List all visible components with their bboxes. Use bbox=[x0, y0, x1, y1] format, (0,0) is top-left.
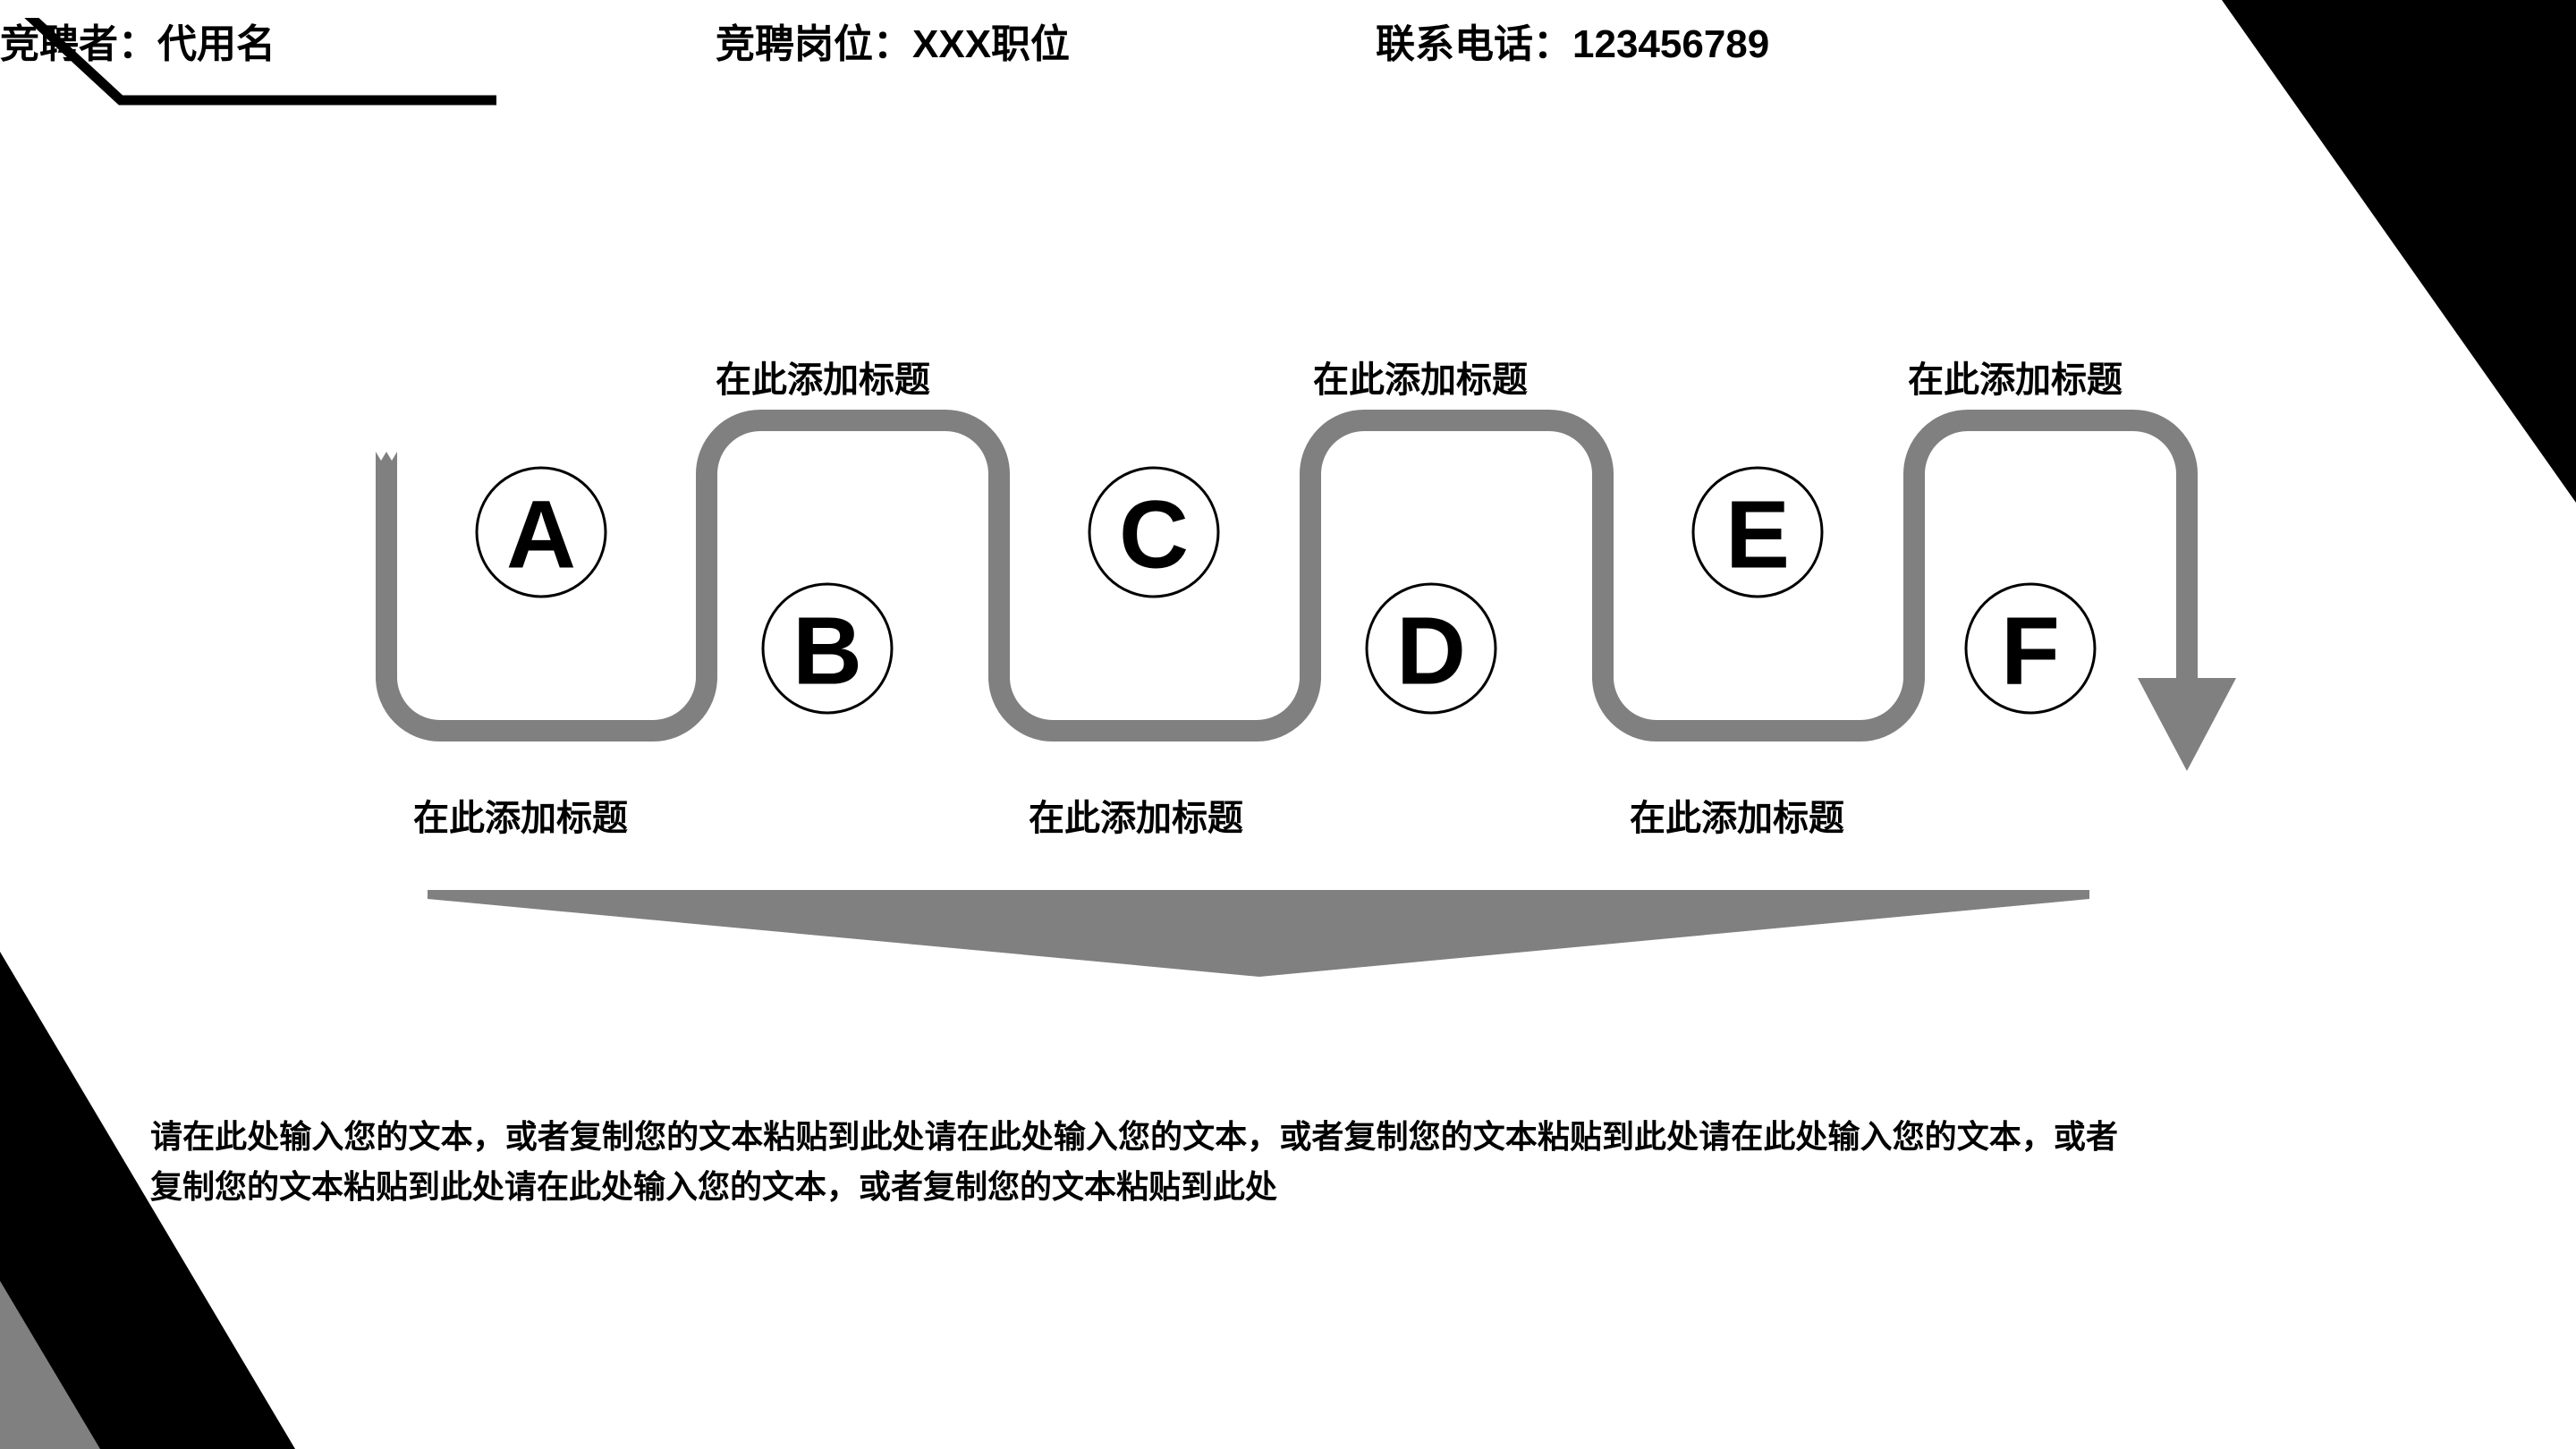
caption-top-3: 在此添加标题 bbox=[1908, 360, 2123, 400]
caption-bottom-1: 在此添加标题 bbox=[413, 799, 628, 838]
caption-bottom-2: 在此添加标题 bbox=[1029, 799, 1243, 838]
node-letter-d: D bbox=[1396, 597, 1466, 705]
serpentine-path bbox=[376, 410, 2236, 771]
path-arrowhead bbox=[2138, 678, 2236, 771]
path-tail-wedge bbox=[376, 452, 397, 501]
node-letter-e: E bbox=[1725, 480, 1790, 589]
bottom-chevron-banner bbox=[428, 890, 2089, 977]
process-node-f[interactable]: F bbox=[1964, 582, 2097, 715]
node-circle-b[interactable] bbox=[761, 582, 894, 715]
caption-top-2: 在此添加标题 bbox=[1313, 360, 1528, 400]
process-node-c[interactable]: C bbox=[1088, 466, 1220, 598]
node-letter-a: A bbox=[506, 480, 576, 589]
path-tail-notch bbox=[376, 410, 397, 470]
node-letter-c: C bbox=[1119, 480, 1189, 589]
header-phone: 联系电话：123456789 bbox=[1376, 22, 1770, 66]
node-circle-e[interactable] bbox=[1691, 466, 1824, 598]
node-circle-f[interactable] bbox=[1964, 582, 2097, 715]
name-underline-slash bbox=[24, 18, 496, 106]
process-node-e[interactable]: E bbox=[1691, 466, 1824, 598]
process-node-b[interactable]: B bbox=[761, 582, 894, 715]
name-rule-decoration bbox=[24, 18, 496, 106]
node-letter-f: F bbox=[2001, 597, 2060, 705]
caption-bottom-3: 在此添加标题 bbox=[1630, 799, 1844, 838]
node-circle-a[interactable] bbox=[475, 466, 607, 598]
node-circle-d[interactable] bbox=[1365, 582, 1497, 715]
caption-top-1: 在此添加标题 bbox=[716, 360, 930, 400]
node-circle-c[interactable] bbox=[1088, 466, 1220, 598]
body-paragraph: 请在此处输入您的文本，或者复制您的文本粘贴到此处请在此处输入您的文本，或者复制您… bbox=[150, 1119, 2118, 1206]
node-letter-b: B bbox=[792, 597, 862, 705]
header-position: 竞聘岗位：XXX职位 bbox=[716, 22, 1071, 66]
process-node-d[interactable]: D bbox=[1365, 582, 1497, 715]
header-candidate-name: 竞聘者：代用名 bbox=[0, 22, 275, 66]
process-nodes: A B C D E bbox=[475, 466, 2097, 715]
header: 竞聘者：代用名 竞聘岗位：XXX职位 联系电话：123456789 bbox=[0, 18, 2576, 106]
process-node-a[interactable]: A bbox=[475, 466, 607, 598]
